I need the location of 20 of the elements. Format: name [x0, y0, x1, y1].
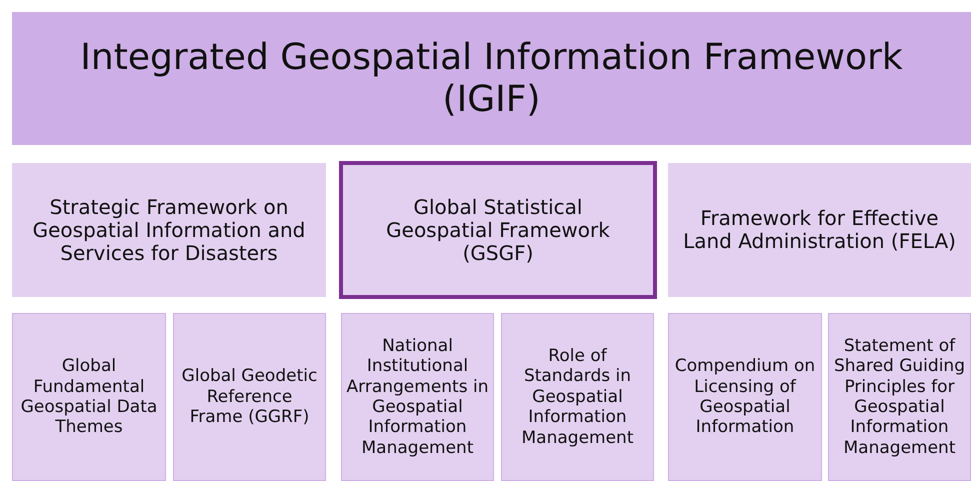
box-text: Global Fundamental Geospatial Data Themes	[20, 356, 158, 438]
framework-box	[341, 313, 494, 481]
box-text: Role of Standards in Geospatial Information Management	[520, 346, 634, 448]
box-text: Global Statistical Geospatial Framework (GSGF)	[385, 196, 611, 264]
framework-box	[173, 313, 326, 481]
framework-box	[668, 313, 822, 481]
title-banner	[12, 12, 971, 145]
box-text: National Institutional Arrangements in Geospatial Information Management	[346, 336, 489, 458]
box-text: Statement of Shared Guiding Principles for Geospatial Information Management	[832, 336, 966, 458]
box-text: Strategic Framework on Geospatial Information and Services for Disasters	[32, 196, 306, 264]
framework-box	[828, 313, 971, 481]
framework-box	[501, 313, 654, 481]
box-text: Integrated Geospatial Information Framework (IGIF)	[79, 37, 904, 120]
box-text: Compendium on Licensing of Geospatial Information	[674, 356, 816, 438]
box-text: Framework for Effective Land Administration (FELA)	[682, 207, 957, 253]
framework-box	[339, 161, 657, 299]
framework-box	[12, 163, 326, 297]
framework-box	[668, 163, 971, 297]
box-text: Global Geodetic Reference Frame (GGRF)	[180, 366, 318, 428]
framework-box	[12, 313, 166, 481]
